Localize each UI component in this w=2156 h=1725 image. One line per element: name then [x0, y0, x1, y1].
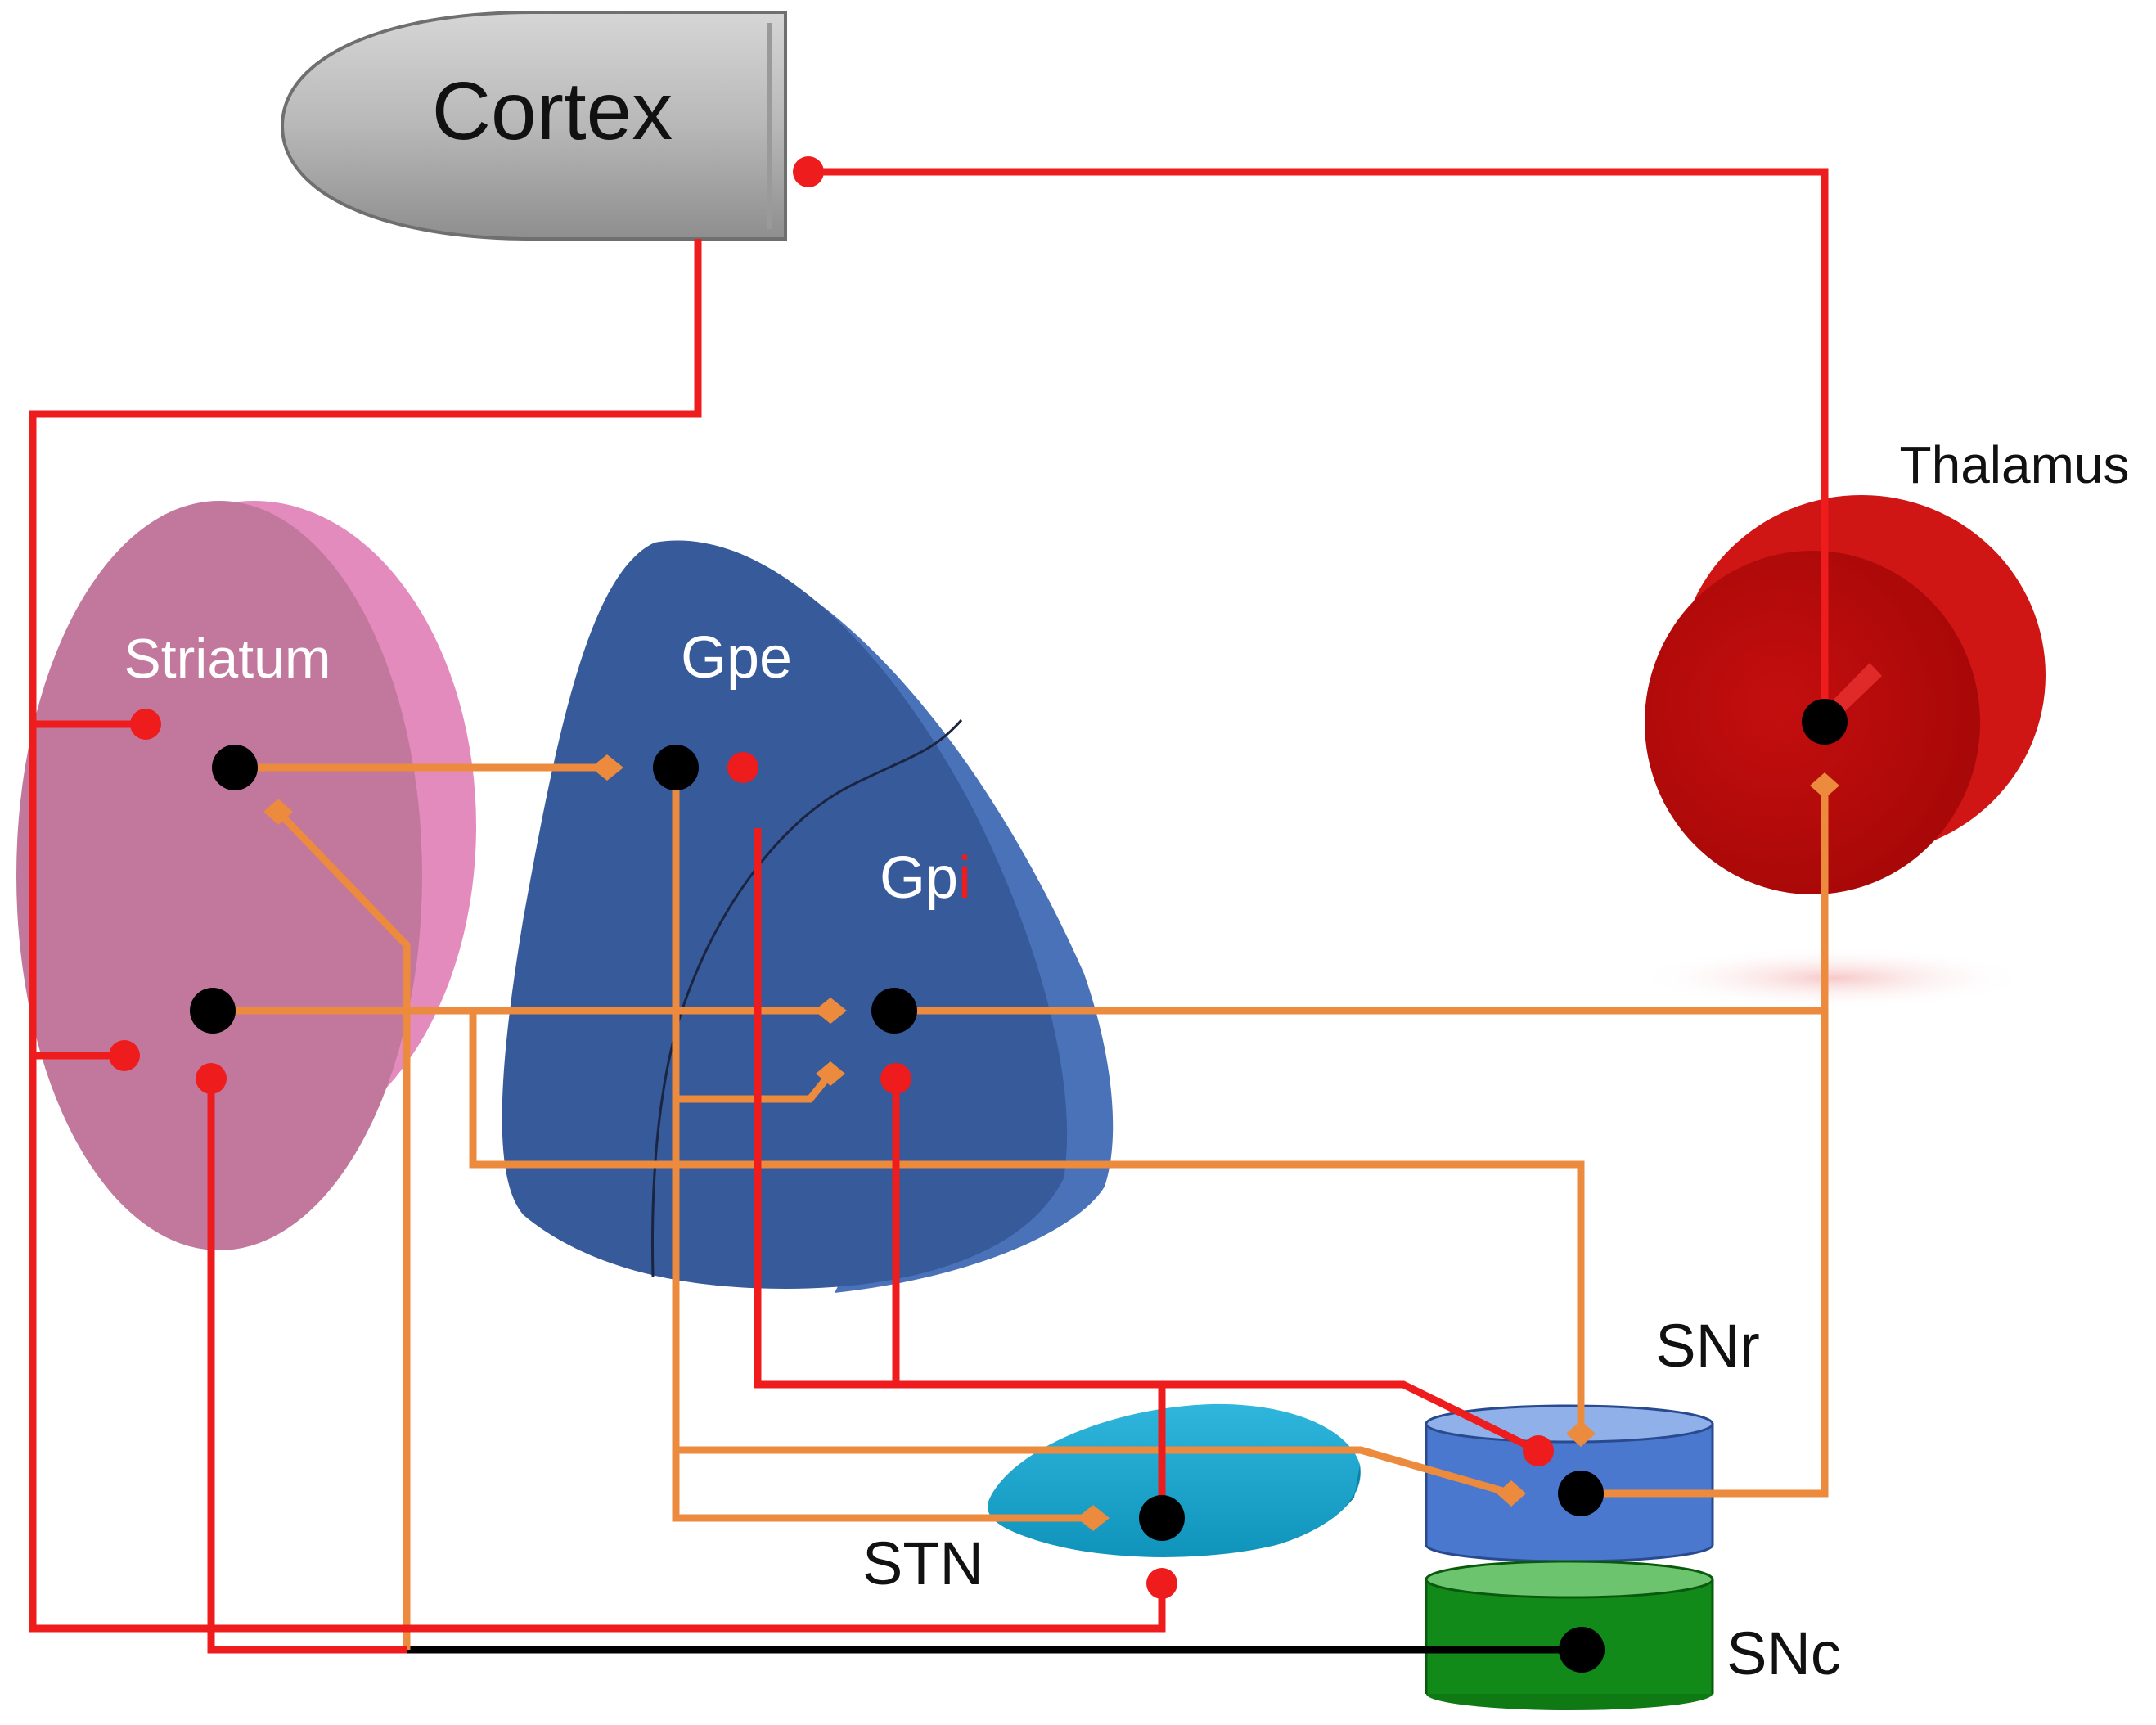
- snc-label: SNc: [1726, 1619, 1841, 1687]
- terminal-stn-diamond: [1077, 1505, 1110, 1531]
- terminal-gpi-lower-diamond: [816, 1061, 845, 1086]
- inhibitory-terminals: [263, 754, 1839, 1531]
- gp-body: [502, 540, 1068, 1289]
- cortex-label: Cortex: [432, 65, 673, 157]
- stn-to-gpe: [754, 828, 1540, 1455]
- snr-label: SNr: [1655, 1312, 1759, 1380]
- excitatory-pathways: [29, 168, 1829, 1654]
- gpe-label: Gpe: [681, 625, 792, 691]
- terminal-gpe-diamond: [591, 754, 623, 781]
- neuron-thalamus: [1802, 699, 1848, 745]
- snc-to-striatum-red: [207, 1079, 407, 1654]
- gpi-label-main: Gp: [880, 845, 958, 911]
- excitatory-terminals: [109, 156, 1554, 1599]
- gpi-label-accent: i: [958, 845, 971, 911]
- striatum-front: [16, 501, 422, 1250]
- snc-top: [1425, 1560, 1714, 1599]
- terminal-gpi-diamond: [814, 998, 847, 1024]
- neuron-snr: [1558, 1471, 1604, 1516]
- snr-to-thalamus: [1581, 1011, 1829, 1498]
- globus-pallidus-region: [502, 540, 1114, 1293]
- terminal-stn: [1146, 1568, 1177, 1599]
- thalamus-to-cortex: [808, 168, 1829, 722]
- terminal-thalamus-diamond: [1810, 772, 1839, 799]
- neuron-gpe: [653, 745, 699, 790]
- terminal-snr-top-diamond: [1566, 1421, 1596, 1447]
- gpe-to-striatum: [275, 808, 411, 1650]
- gp-side: [716, 548, 1114, 1293]
- thalamus-shadow: [1636, 947, 2029, 1009]
- gpe-to-stn: [672, 1099, 1093, 1522]
- terminal-snr: [1523, 1435, 1554, 1466]
- neuron-striatum-upper: [212, 745, 258, 790]
- terminal-striatum-diamond: [263, 799, 293, 825]
- gpi-label: Gpi: [880, 845, 971, 911]
- neuron-bodies: [190, 699, 1848, 1673]
- neuron-striatum-lower: [190, 988, 236, 1034]
- gpe-to-gpi: [672, 768, 834, 1103]
- terminal-cortex: [793, 156, 824, 187]
- cortex-region: [280, 11, 787, 241]
- thalamus-label: Thalamus: [1900, 435, 2130, 494]
- terminal-gpe: [727, 752, 758, 783]
- cortex-to-striatum: [29, 239, 1166, 1633]
- terminal-gpi: [880, 1063, 911, 1094]
- terminal-snr-diamond: [1497, 1480, 1526, 1507]
- terminal-striatum-da: [196, 1063, 227, 1094]
- gpe-to-snr: [676, 1446, 1513, 1498]
- thalamus-pin: [1831, 663, 1882, 714]
- cortex-shape: [280, 11, 787, 241]
- gpe-gpi-border: [650, 719, 963, 1277]
- thalamus-region: [1636, 495, 2046, 1009]
- terminal-striatum-lower: [109, 1040, 140, 1071]
- terminal-striatum-upper: [130, 709, 161, 740]
- neuron-gpi: [871, 988, 917, 1034]
- neuron-snc: [1559, 1627, 1605, 1673]
- neuron-stn: [1139, 1495, 1185, 1541]
- stn-label: STN: [862, 1529, 983, 1597]
- inhibitory-pathways: [213, 763, 1829, 1650]
- striatum-label: Striatum: [124, 628, 331, 690]
- striatum-to-snr: [469, 1011, 1585, 1434]
